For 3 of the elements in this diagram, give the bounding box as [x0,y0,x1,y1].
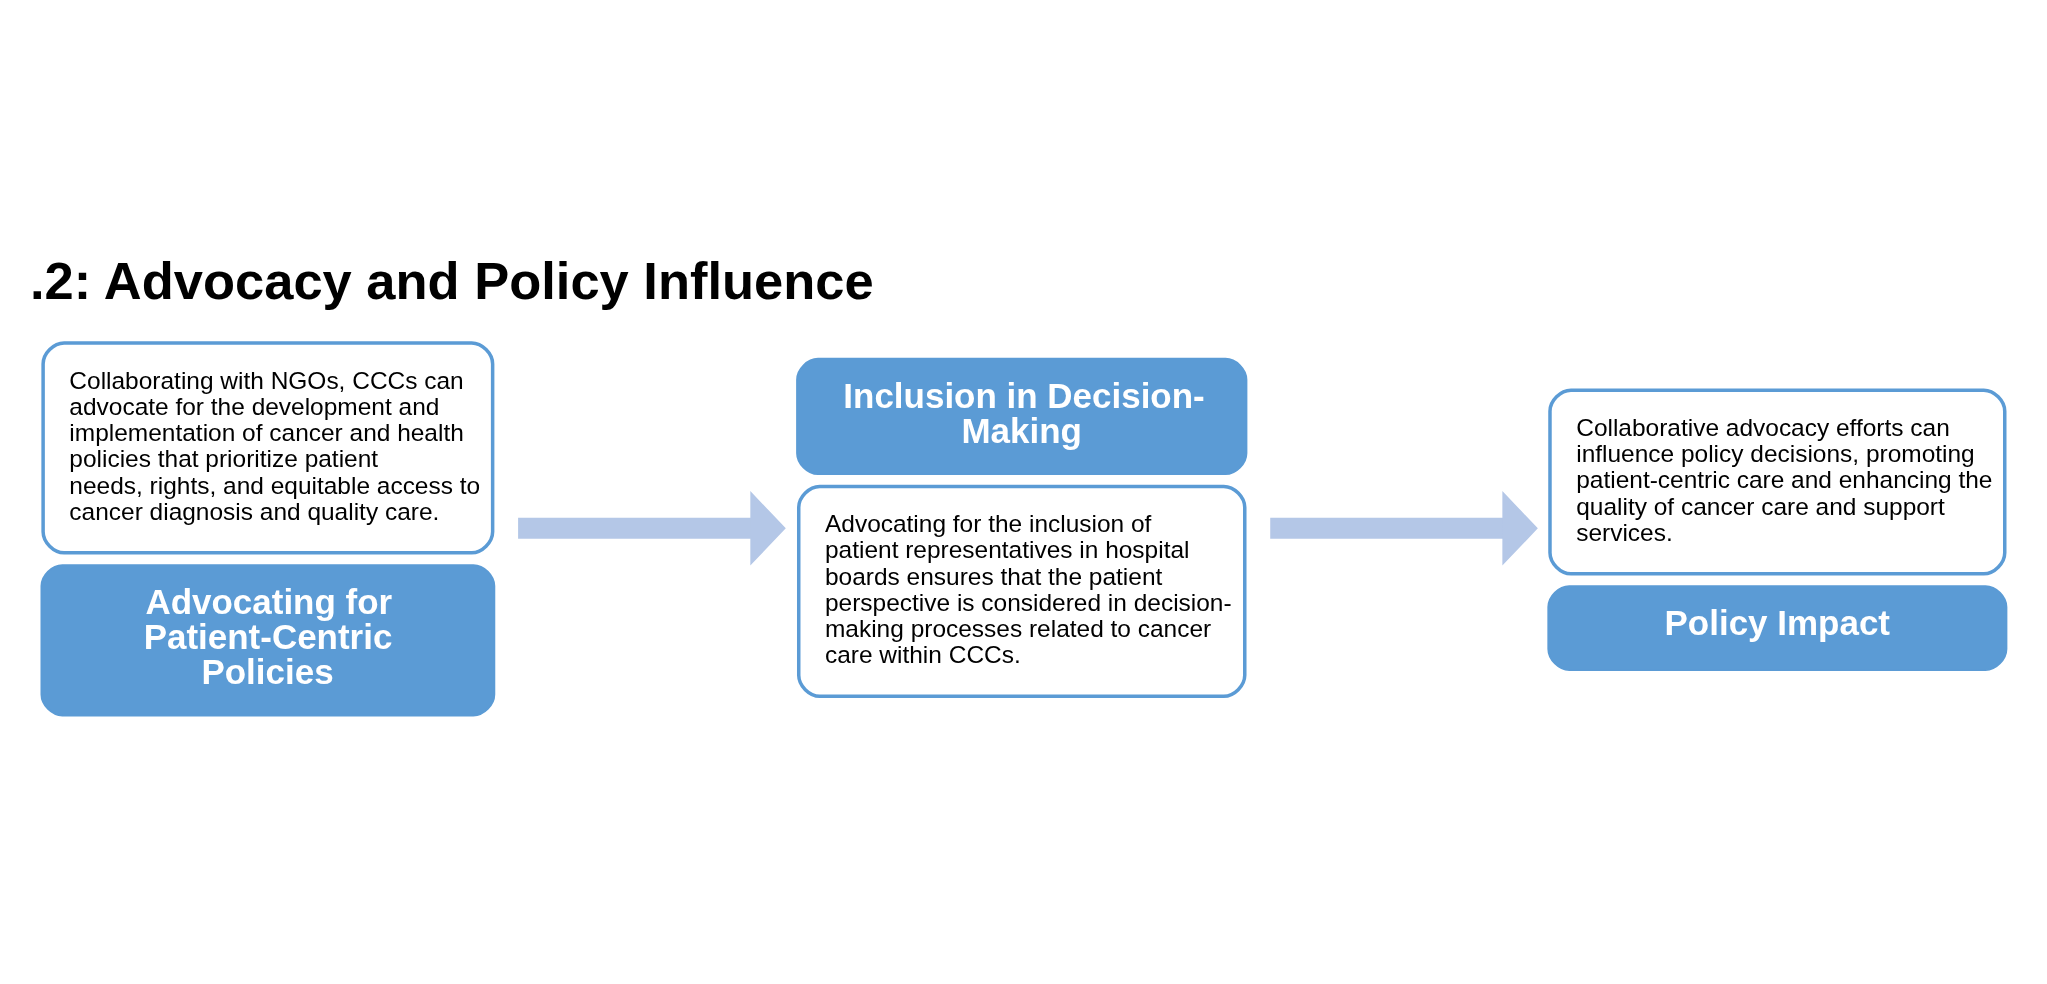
arrow [518,490,786,566]
arrow [1270,490,1538,566]
diagram-title: .2: Advocacy and Policy Influence [30,251,874,310]
